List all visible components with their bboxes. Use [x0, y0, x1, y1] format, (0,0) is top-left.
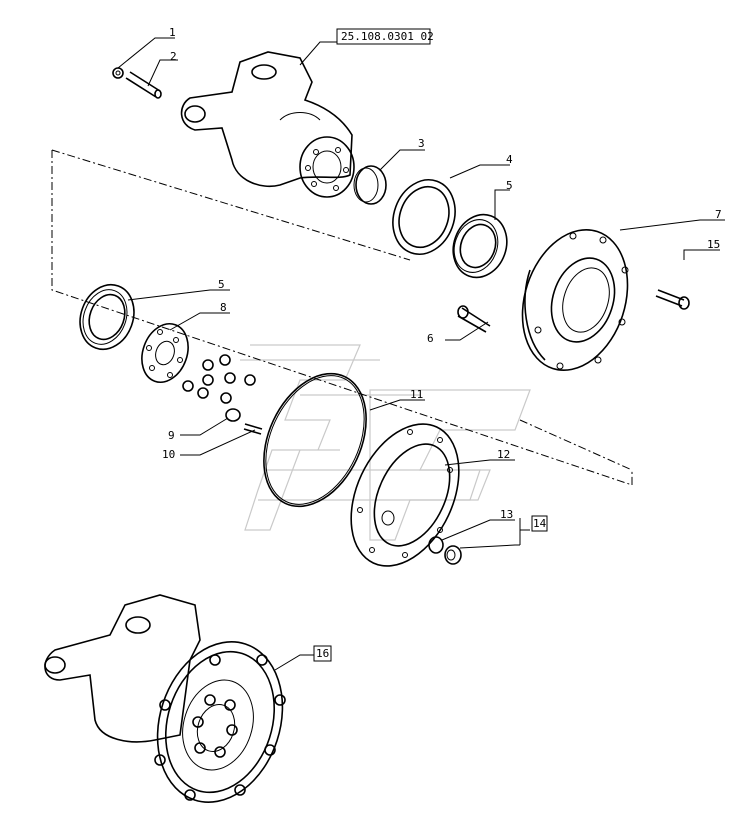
callout-12: 12: [497, 448, 510, 461]
part-6-stud: [457, 305, 491, 333]
callout-11: 11: [410, 388, 423, 401]
part-3-cap: [353, 165, 387, 205]
box-callout-16[interactable]: 16: [313, 645, 332, 662]
part-4-seal: [392, 179, 456, 255]
part-2-pin: [125, 71, 162, 99]
part-5-bearing-upper: [452, 213, 508, 279]
leader-lines: [117, 37, 725, 671]
callout-5-lower: 5: [218, 278, 225, 291]
steering-knuckle-top: [180, 51, 355, 198]
alignment-lines: [51, 149, 633, 486]
part-15-bolt: [655, 289, 690, 310]
part-7-hub: [521, 229, 629, 371]
part-1-nut: [112, 67, 124, 79]
assembled-knuckle-bottom: [44, 594, 286, 803]
ref-box-25108[interactable]: 25.108.0301 02: [336, 28, 434, 45]
part-5-bearing-lower: [79, 283, 135, 351]
callout-2: 2: [170, 50, 177, 63]
callout-10: 10: [162, 448, 175, 461]
callout-9: 9: [168, 429, 175, 442]
callout-5-upper: 5: [506, 179, 513, 192]
nut-cluster: [182, 354, 256, 404]
callout-15: 15: [707, 238, 720, 251]
callout-8: 8: [220, 301, 227, 314]
callout-1: 1: [169, 26, 176, 39]
part-8-disk: [141, 323, 189, 383]
callout-labels: 1 2 3 4 5 5 6 7 8 9 10 11 12 13 15: [162, 26, 722, 521]
callout-6: 6: [427, 332, 434, 345]
callout-7: 7: [715, 208, 722, 221]
part-10-screw: [243, 423, 263, 435]
callout-14: 14: [533, 517, 547, 530]
callout-16: 16: [316, 647, 329, 660]
reference-code: 25.108.0301 02: [341, 30, 434, 43]
callout-13: 13: [500, 508, 513, 521]
part-13-plug: [444, 545, 462, 565]
box-callout-14[interactable]: 14: [531, 515, 548, 532]
part-13-washer: [428, 536, 444, 554]
part-12-cover: [350, 423, 460, 567]
part-11-o-ring: [263, 372, 367, 508]
callout-3: 3: [418, 137, 425, 150]
part-9-nut: [225, 408, 241, 422]
callout-4: 4: [506, 153, 513, 166]
